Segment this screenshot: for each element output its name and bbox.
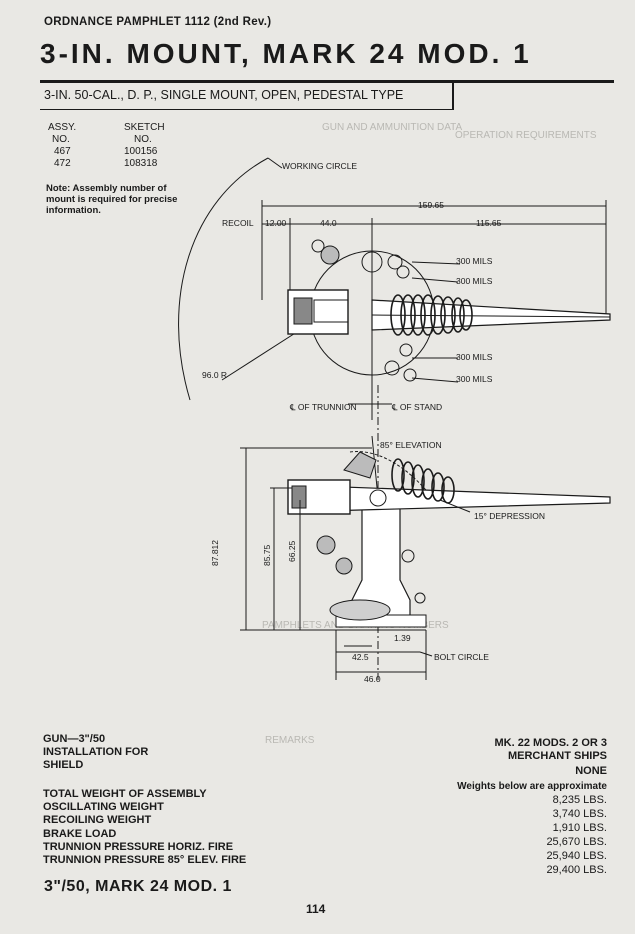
mils-label-3: 300 MILS <box>456 352 493 362</box>
table-header-cell: NO. <box>52 134 70 145</box>
mils-label-2: 300 MILS <box>456 276 493 286</box>
mils-label-1: 300 MILS <box>456 256 493 266</box>
table-cell: 472 <box>54 158 71 169</box>
installation-value: MERCHANT SHIPS <box>507 750 607 762</box>
installation-value: MK. 22 MODS. 2 OR 3 <box>494 737 607 749</box>
weight-value: 3,740 LBS. <box>552 808 607 820</box>
spec-label: BRAKE LOAD <box>43 828 117 840</box>
page-number: 114 <box>306 902 326 916</box>
ghost-text: REMARKS <box>265 735 315 746</box>
dimension-115: 115.65 <box>476 218 502 228</box>
page-title: 3-IN. MOUNT, MARK 24 MOD. 1 <box>40 38 532 69</box>
spec-label: TOTAL WEIGHT OF ASSEMBLY <box>43 788 207 800</box>
table-row: 472 108318 <box>48 158 165 170</box>
table-cell: 467 <box>54 146 71 157</box>
dimension-85: 85.75 <box>262 544 272 566</box>
table-header-row: NO. NO. <box>48 134 165 146</box>
ghost-text: OPERATION REQUIREMENTS <box>455 130 597 141</box>
elevation-label: 85° ELEVATION <box>380 440 442 450</box>
weight-value: 25,670 LBS. <box>546 836 607 848</box>
depression-label: 15° DEPRESSION <box>474 511 545 521</box>
weights-note: Weights below are approximate <box>457 781 607 792</box>
weight-value: 29,400 LBS. <box>546 864 607 876</box>
table-row: 467 100156 <box>48 146 165 158</box>
spec-label: GUN—3"/50 <box>43 733 106 745</box>
table-header-cell: NO. <box>134 134 152 145</box>
spec-label: SHIELD <box>43 759 84 771</box>
shield-value: NONE <box>575 765 607 777</box>
table-header-cell: ASSY. <box>48 122 77 133</box>
weight-value: 25,940 LBS. <box>546 850 607 862</box>
stand-label: ℄ OF STAND <box>392 402 443 412</box>
radius-line <box>221 329 301 381</box>
trunnion-label: ℄ OF TRUNNION <box>290 402 357 412</box>
weight-value: 1,910 LBS. <box>552 822 607 834</box>
table-header-cell: SKETCH <box>124 122 165 133</box>
pamphlet-label: ORDNANCE PAMPHLET 1112 (2nd Rev.) <box>44 16 272 28</box>
spec-label: OSCILLATING WEIGHT <box>43 801 164 813</box>
assembly-note: Note: Assembly number of mount is requir… <box>46 183 178 216</box>
bolt-circle-label: BOLT CIRCLE <box>434 652 489 662</box>
recoil-label: RECOIL <box>222 218 254 228</box>
dimension-159: 159.65 <box>418 200 444 210</box>
working-circle-arc <box>178 157 269 401</box>
spec-label: RECOILING WEIGHT <box>43 814 152 826</box>
spec-label: INSTALLATION FOR <box>43 746 149 758</box>
ghost-text: GUN AND AMMUNITION DATA <box>322 122 463 133</box>
dimension-46: 46.0 <box>364 674 381 684</box>
radius-label: 96.0 R <box>202 370 228 380</box>
dimension-139: 1.39 <box>394 633 411 643</box>
spec-label: TRUNNION PRESSURE 85° ELEV. FIRE <box>43 854 247 866</box>
subtitle-rule <box>40 109 454 110</box>
dimension-66: 66.25 <box>287 540 297 562</box>
recoil-dimension: 12.00 <box>265 218 287 228</box>
assembly-table: ASSY. SKETCH NO. NO. 467 100156 472 1083… <box>48 122 165 170</box>
table-header-row: ASSY. SKETCH <box>48 122 165 134</box>
working-circle-label: WORKING CIRCLE <box>282 161 358 171</box>
spec-label: TRUNNION PRESSURE HORIZ. FIRE <box>43 841 234 853</box>
subtitle-divider <box>452 83 454 110</box>
table-cell: 100156 <box>124 146 158 157</box>
dimension-425: 42.5 <box>352 652 369 662</box>
dimension-44: 44.0 <box>320 218 337 228</box>
page-subtitle: 3-IN. 50-CAL., D. P., SINGLE MOUNT, OPEN… <box>44 88 404 102</box>
table-cell: 108318 <box>124 158 158 169</box>
mils-label-4: 300 MILS <box>456 374 493 384</box>
dimension-87: 87.812 <box>210 540 220 566</box>
mount-drawing <box>178 157 611 680</box>
weight-value: 8,235 LBS. <box>552 794 607 806</box>
footer-title: 3"/50, MARK 24 MOD. 1 <box>44 878 232 895</box>
title-rule <box>40 80 614 83</box>
